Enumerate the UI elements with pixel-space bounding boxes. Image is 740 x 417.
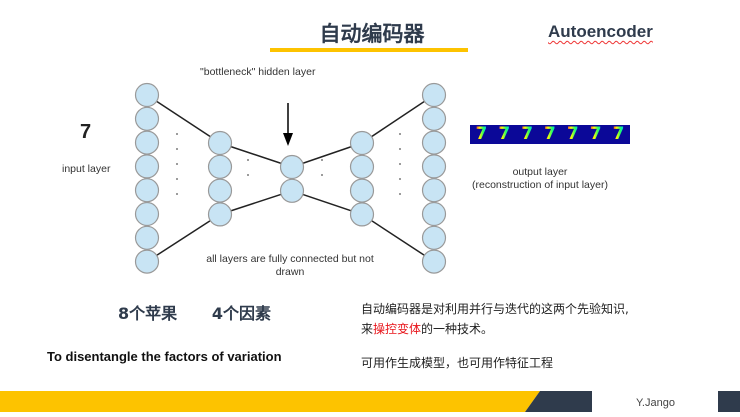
desc-line1: 自动编码器是对利用并行与迭代的这两个先验知识, xyxy=(361,302,629,316)
ellipsis-dot xyxy=(247,159,249,161)
title-underline xyxy=(270,48,468,52)
neuron-node xyxy=(421,249,447,274)
edge-top xyxy=(291,142,363,168)
edge-bottom xyxy=(219,190,293,216)
ellipsis-dot xyxy=(399,178,401,180)
reconstructed-digits-image: 7 7 7 7 7 7 7 xyxy=(470,125,630,144)
note-line1: all layers are fully connected but not xyxy=(206,253,374,265)
ellipsis-dot xyxy=(176,178,178,180)
desc-line2: 来操控变体的一种技术。 xyxy=(361,319,629,339)
bottleneck-arrow-head xyxy=(283,133,293,146)
neuron-node xyxy=(207,202,233,227)
neuron-node xyxy=(134,154,160,179)
neuron-node xyxy=(279,154,305,180)
output-label-line2: (reconstruction of input layer) xyxy=(472,179,608,191)
ellipsis-dot xyxy=(399,193,401,195)
digit: 7 xyxy=(521,125,534,144)
ellipsis-dot xyxy=(321,159,323,161)
footer-dark-end xyxy=(718,391,740,412)
usage-text: 可用作生成模型，也可用作特征工程 xyxy=(361,356,554,370)
edge-top xyxy=(146,94,221,144)
desc-pre: 来 xyxy=(361,322,374,336)
autoencoder-diagram xyxy=(134,82,447,274)
neuron-node xyxy=(134,82,160,108)
neuron-node xyxy=(134,130,160,155)
neuron-node xyxy=(207,130,233,156)
slide-title-english: Autoencoder xyxy=(548,22,653,41)
ellipsis-dot xyxy=(399,163,401,165)
output-layer-label: output layer (reconstruction of input la… xyxy=(460,166,620,192)
neuron-node xyxy=(421,178,447,203)
edge-top xyxy=(219,142,293,168)
diagram-nodes xyxy=(134,82,447,274)
digit: 7 xyxy=(589,125,602,144)
digit: 7 xyxy=(612,125,625,144)
digit: 7 xyxy=(498,125,511,144)
desc-highlight: 操控变体 xyxy=(373,322,422,336)
neuron-node xyxy=(134,106,160,131)
neuron-node xyxy=(349,154,375,179)
neuron-node xyxy=(207,178,233,203)
diagram-edges xyxy=(146,94,435,263)
ellipsis-dots xyxy=(176,133,401,195)
ellipsis-dot xyxy=(399,148,401,150)
neuron-node xyxy=(134,201,160,227)
neuron-node xyxy=(421,201,447,227)
digit: 7 xyxy=(475,125,488,144)
input-digit: 7 xyxy=(80,121,92,143)
edge-bottom xyxy=(291,190,363,216)
neuron-node xyxy=(421,154,447,179)
neuron-node xyxy=(421,225,447,250)
neuron-node xyxy=(349,202,375,227)
footer-accent xyxy=(0,391,540,412)
fully-connected-note: all layers are fully connected but not d… xyxy=(190,253,390,279)
ellipsis-dot xyxy=(321,174,323,176)
neuron-node xyxy=(349,178,375,203)
neuron-node xyxy=(279,178,305,203)
author-label: Y.Jango xyxy=(636,397,675,409)
slide-title: 自动编码器 xyxy=(319,22,425,46)
neuron-node xyxy=(134,225,160,250)
ellipsis-dot xyxy=(176,133,178,135)
ellipsis-dot xyxy=(176,193,178,195)
output-label-line1: output layer xyxy=(512,166,568,178)
digit: 7 xyxy=(566,125,579,144)
ellipsis-dot xyxy=(247,174,249,176)
edge-top xyxy=(361,94,435,144)
note-line2: drawn xyxy=(275,266,305,278)
ellipsis-dot xyxy=(399,133,401,135)
neuron-node xyxy=(421,106,447,131)
neuron-node xyxy=(207,154,233,179)
disentangle-text: To disentangle the factors of variation xyxy=(47,349,282,364)
input-layer-label: input layer xyxy=(62,163,111,175)
neuron-node xyxy=(421,130,447,155)
neuron-node xyxy=(421,82,447,108)
edge-bottom xyxy=(361,213,435,263)
bottleneck-label: "bottleneck" hidden layer xyxy=(200,66,316,78)
edge-bottom xyxy=(146,213,221,263)
neuron-node xyxy=(134,249,160,274)
ellipsis-dot xyxy=(176,163,178,165)
footer-bar xyxy=(0,391,740,412)
ellipsis-dot xyxy=(176,148,178,150)
desc-post: 的一种技术。 xyxy=(421,322,494,336)
footer-dark-block xyxy=(525,391,592,412)
neuron-node xyxy=(349,130,375,156)
digit: 7 xyxy=(544,125,556,144)
apples-factors-text: 8个苹果 4个因素 xyxy=(118,304,271,323)
neuron-node xyxy=(134,178,160,203)
description: 自动编码器是对利用并行与迭代的这两个先验知识, 来操控变体的一种技术。 xyxy=(361,299,629,339)
